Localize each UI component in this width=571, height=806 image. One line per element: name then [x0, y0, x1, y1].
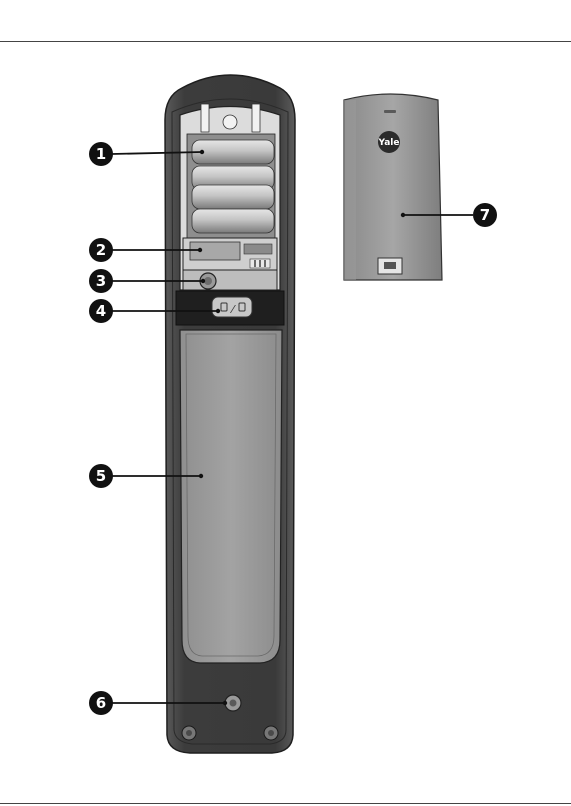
batteries — [192, 140, 274, 233]
leader-dot-7 — [401, 213, 405, 217]
callout-7: 7 — [473, 203, 497, 227]
leader-dot-1 — [200, 150, 204, 154]
callout-5: 5 — [89, 464, 113, 488]
callout-number: 6 — [96, 694, 106, 712]
leader-dot-2 — [198, 248, 202, 252]
battery-cover: Yale — [344, 94, 442, 280]
callout-2: 2 — [89, 238, 113, 262]
callout-number: 7 — [480, 206, 490, 224]
callout-6: 6 — [89, 691, 113, 715]
callout-1: 1 — [89, 142, 113, 166]
leader-dot-4 — [216, 309, 220, 313]
battery — [192, 140, 274, 164]
back-panel — [180, 330, 282, 663]
leader-dot-5 — [199, 474, 203, 478]
callout-number: 4 — [96, 302, 106, 320]
leader-dot-3 — [201, 279, 205, 283]
callout-number: 3 — [96, 272, 106, 290]
screw-right — [264, 726, 278, 740]
callout-3: 3 — [89, 269, 113, 293]
battery — [192, 185, 274, 209]
callout-number: 2 — [96, 241, 106, 259]
battery — [192, 209, 274, 233]
bottom-rule — [0, 803, 571, 804]
leader-dot-6 — [223, 701, 227, 705]
callout-number: 1 — [96, 145, 106, 163]
cover-latch — [378, 258, 402, 274]
callout-4: 4 — [89, 299, 113, 323]
screw-left — [182, 726, 196, 740]
callout-number: 5 — [96, 467, 106, 485]
mode-button-strip: ⁄ — [176, 291, 284, 325]
yale-logo-text: Yale — [378, 138, 400, 148]
